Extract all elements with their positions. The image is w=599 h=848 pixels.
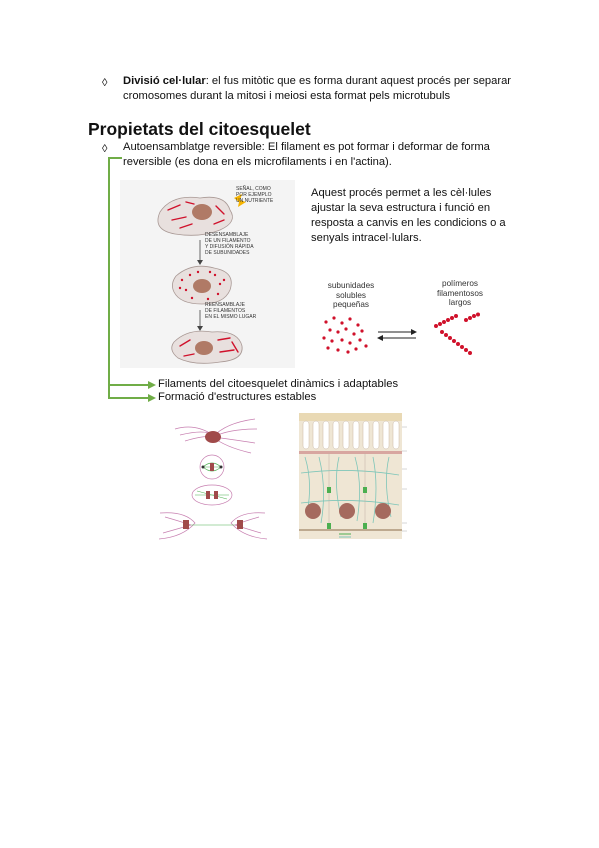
label-line: de filamentos — [205, 308, 246, 314]
arrow-item-stable: Formació d'estructures estables — [158, 391, 317, 403]
item-text-line1: : el fus mitòtic que es forma durant aqu… — [205, 75, 512, 87]
explanation-line: senyals intracel·lulars. — [311, 232, 422, 244]
label-line: señal, como — [236, 186, 271, 192]
item-division-cellular: Divisió cel·lular: el fus mitòtic que es… — [123, 74, 543, 104]
cell-assembly-figure — [120, 180, 295, 368]
arrow-line-2 — [108, 397, 150, 399]
label-line: solubles — [335, 290, 367, 300]
arrow-item-dynamic: Filaments del citoesquelet dinàmics i ad… — [158, 378, 399, 390]
arrow-head-icon — [148, 381, 156, 389]
explanation-line: resposta a canvis en les condicions o a — [311, 217, 506, 229]
item-autoensamblatge: Autoensamblatge reversible: El filament … — [123, 140, 543, 170]
polymers-label: polímeros filamentosos largos — [420, 279, 500, 308]
item-text-line1: Autoensamblatge reversible: El filament … — [123, 141, 490, 153]
arrow-line-1 — [108, 384, 150, 386]
signal-label: señal, como por ejemplo un nutriente — [236, 186, 273, 204]
epithelium-cytoskeleton-figure — [299, 413, 423, 539]
bullet-diamond-icon: ◊ — [102, 143, 108, 155]
section-title: Propietats del citoesquelet — [88, 119, 311, 139]
item-text-line2: reversible (es dona en els microfilament… — [123, 156, 392, 168]
label-line: filamentosos — [437, 288, 483, 298]
label-line: y difusión rápida — [205, 244, 254, 250]
explanation-line: Aquest procés permet a les cèl·lules — [311, 187, 492, 199]
polymer-equilibrium-figure — [318, 312, 494, 358]
label-line: reensamblaje — [205, 302, 246, 308]
label-line: pequeñas — [333, 300, 369, 309]
bullet-diamond-icon: ◊ — [102, 77, 108, 89]
subunits-label: subunidades solubles pequeñas — [314, 281, 388, 310]
connector-vertical-line — [108, 157, 110, 398]
item-text-line2: cromosomes durant la mitosi i meiosi est… — [123, 90, 451, 102]
label-line: en el mismo lugar — [205, 314, 257, 320]
mitosis-spindle-figure — [155, 415, 270, 545]
step1-label: desensamblaje de un filamento y difusión… — [205, 232, 254, 256]
label-line: subunidades — [327, 281, 375, 290]
item-bold-term: Divisió cel·lular — [123, 75, 206, 87]
label-line: un nutriente — [236, 198, 274, 204]
arrow-head-icon — [148, 394, 156, 402]
connector-top-tick — [108, 157, 122, 159]
step2-label: reensamblaje de filamentos en el mismo l… — [205, 302, 256, 320]
explanation-line: ajustar la seva estructura i funció en — [311, 202, 491, 214]
label-line: de un filamento — [205, 238, 251, 244]
label-line: de subunidades — [205, 250, 250, 256]
explanation-text: Aquest procés permet a les cèl·lules aju… — [311, 186, 551, 246]
label-line: por ejemplo — [236, 192, 272, 198]
label-line: desensamblaje — [205, 232, 249, 238]
label-line: polímeros — [442, 279, 478, 288]
label-line: largos — [448, 298, 472, 307]
